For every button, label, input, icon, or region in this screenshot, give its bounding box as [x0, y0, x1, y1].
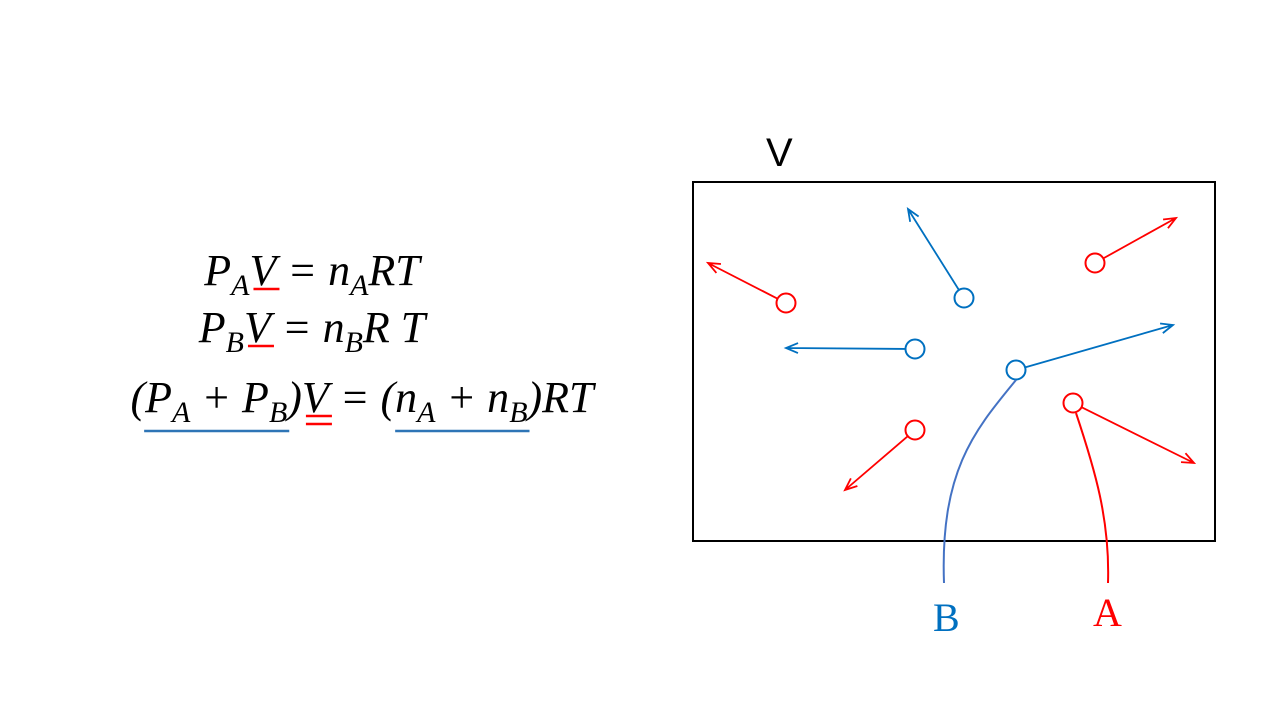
molecule-circle: [775, 292, 797, 314]
molecule-circle: [904, 419, 926, 441]
molecule-circle: [1005, 359, 1027, 381]
equation-term: V: [244, 303, 276, 352]
molecule-circle: [1084, 252, 1106, 274]
equation-term: (: [130, 373, 147, 422]
subscript: A: [415, 396, 436, 429]
equation-term: n: [395, 373, 417, 422]
subscript: B: [226, 326, 244, 359]
molecule-a: [705, 261, 797, 314]
equation-term: P: [144, 373, 172, 422]
equation-term: P: [203, 246, 231, 295]
equation-term: )RT: [525, 373, 598, 422]
equation-term: + P: [190, 373, 269, 422]
label-a: A: [1093, 590, 1122, 635]
subscript: A: [170, 396, 191, 429]
equation-term: P: [198, 303, 226, 352]
equation-term: V: [302, 373, 334, 422]
equation-term: n: [323, 303, 345, 352]
subscript: A: [348, 269, 369, 302]
molecule-a: [843, 419, 926, 492]
equation-3: (PA + PB)V = (nA + nB)RT: [130, 373, 597, 429]
equation-term: =: [276, 246, 328, 295]
molecule-b: [783, 338, 926, 360]
velocity-arrow: [843, 435, 909, 492]
equation-term: V: [249, 246, 281, 295]
equation-2: PBV = nBR T: [198, 303, 429, 359]
molecule-circle: [1062, 392, 1084, 414]
equation-term: RT: [367, 246, 423, 295]
equation-term: = (: [329, 373, 398, 422]
equation-term: ): [284, 373, 302, 422]
container-box: [692, 181, 1216, 542]
velocity-arrow: [705, 261, 778, 300]
velocity-arrow: [906, 207, 960, 291]
equation-term: + n: [435, 373, 509, 422]
leader-line-b: [942, 379, 1017, 584]
velocity-arrow: [1024, 322, 1176, 369]
equation-term: R T: [362, 303, 429, 352]
equation-term: n: [328, 246, 350, 295]
molecule-a: [1062, 392, 1197, 465]
molecules: [705, 207, 1197, 492]
leader-line-a: [1075, 412, 1110, 584]
molecule-circle: [904, 338, 926, 360]
molecule-circle: [953, 287, 975, 309]
velocity-arrow: [1081, 406, 1197, 465]
velocity-arrow: [1102, 216, 1179, 260]
velocity-arrow: [783, 342, 906, 354]
subscript: A: [229, 269, 250, 302]
equation-term: =: [271, 303, 323, 352]
label-b: B: [933, 595, 960, 640]
equation-1: PAV = nART: [203, 246, 423, 302]
molecule-b: [906, 207, 975, 309]
molecule-a: [1084, 216, 1179, 274]
volume-label: V: [766, 131, 793, 175]
subscript: B: [345, 326, 363, 359]
subscript: B: [509, 396, 527, 429]
molecule-b: [1005, 322, 1176, 381]
subscript: B: [269, 396, 287, 429]
